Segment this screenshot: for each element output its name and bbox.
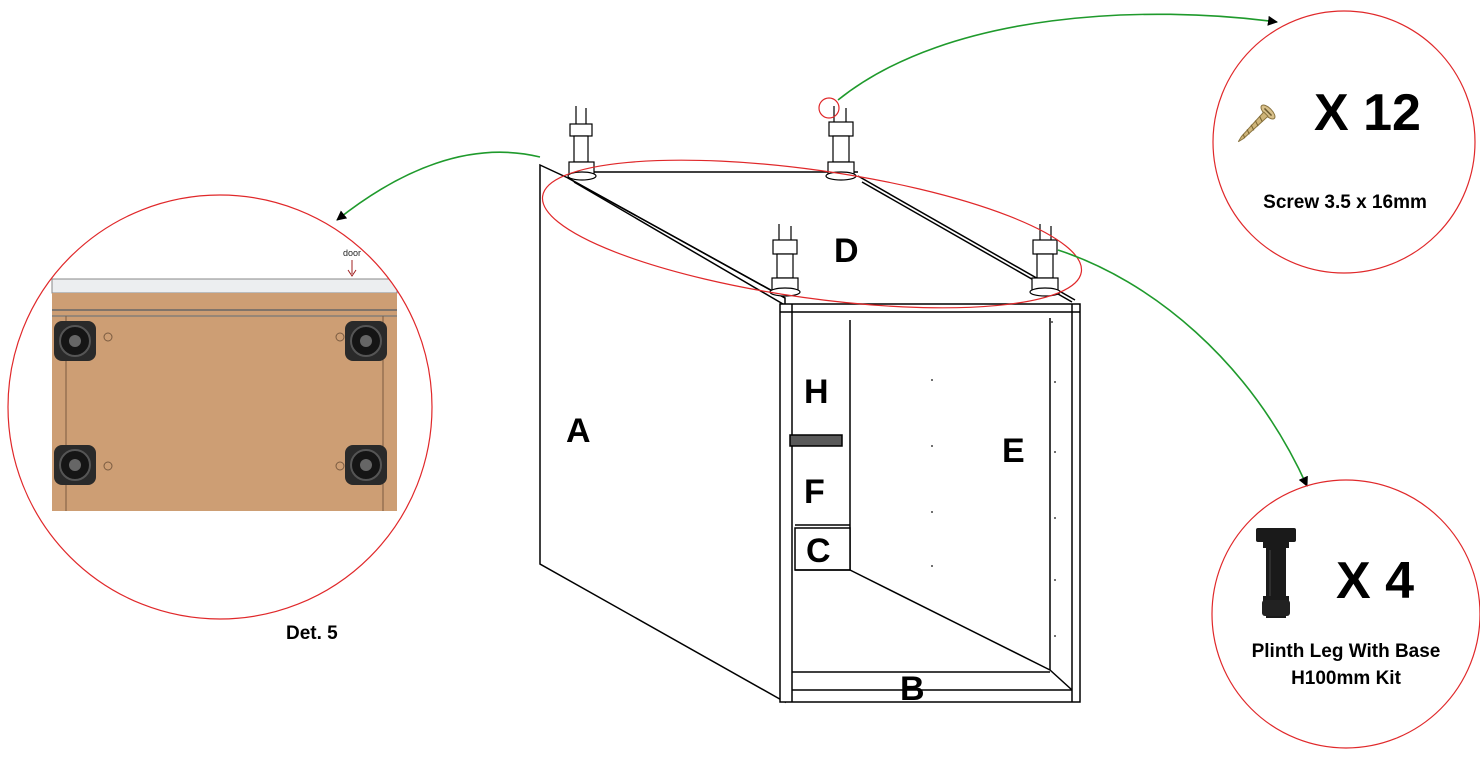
screw-quantity: X 12 [1314,84,1421,142]
front-frame [779,303,1081,703]
plinth-leg-icon [1256,528,1296,618]
leg-base-bottom-left [54,445,113,485]
detail-circle [7,194,433,620]
part-label-e: E [1002,432,1025,470]
part-label-c: C [806,532,831,570]
cabinet-leg-1 [567,106,597,181]
shelf-bar [789,434,843,447]
part-label-f: F [804,473,825,511]
block-c [794,527,851,571]
screw-callout: X 12 Screw 3.5 x 16mm [1212,10,1476,274]
screw-icon [1237,104,1276,143]
leg-callout-circle [1211,479,1480,749]
top-highlight-ellipse [541,159,1083,309]
leader-to-detail [336,151,541,221]
cabinet-leg-4 [1029,224,1061,297]
part-label-d: D [834,232,859,270]
back-panel-holes [931,321,1056,637]
leader-to-screw [837,13,1278,101]
part-label-h: H [804,373,829,411]
leg-name-line1: Plinth Leg With Base [1252,641,1441,662]
part-label-a: A [566,412,591,450]
door-label: door [343,248,361,258]
cabinet-leg-2 [825,106,857,181]
screw-name: Screw 3.5 x 16mm [1263,192,1427,213]
detail-caption: Det. 5 [286,623,338,644]
leg-quantity: X 4 [1336,552,1414,610]
detail-board [52,293,397,511]
part-label-b: B [900,670,925,708]
screw-highlight-circle [818,97,840,119]
leg-base-bottom-right [335,445,387,485]
detail-5-callout: door Det. 5 [7,194,433,644]
cabinet-carcass [539,163,1081,704]
leg-name-line2: H100mm Kit [1291,668,1401,689]
leg-base-top-left [54,321,113,361]
leg-callout: X 4 Plinth Leg With Base H100mm Kit [1211,479,1480,749]
cabinet-leg-3 [769,224,801,297]
screw-callout-circle [1212,10,1476,274]
leg-base-top-right [335,321,387,361]
leader-to-leg [1057,249,1308,487]
